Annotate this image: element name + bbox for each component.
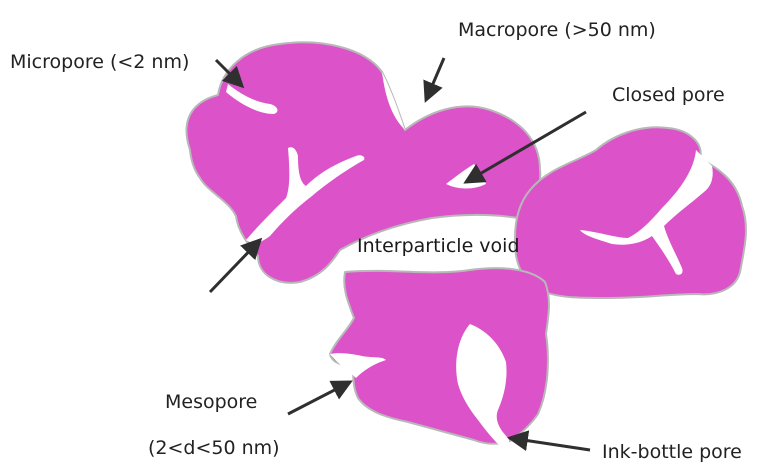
arrow-ink-bottle-pore — [510, 438, 590, 450]
label-closed-pore: Closed pore — [612, 84, 725, 106]
label-interparticle-void: Interparticle void — [357, 235, 520, 257]
label-mesopore-range: (2<d<50 nm) — [148, 437, 280, 459]
label-macropore: Macropore (>50 nm) — [458, 19, 656, 41]
label-micropore: Micropore (<2 nm) — [10, 51, 189, 73]
arrow-interparticle-void — [210, 240, 260, 292]
arrow-macropore — [426, 58, 444, 100]
particle-right — [515, 127, 746, 298]
arrow-mesopore — [288, 382, 350, 414]
particle-lower — [330, 268, 549, 444]
label-ink-bottle-pore: Ink-bottle pore — [602, 441, 742, 463]
label-mesopore: Mesopore — [165, 391, 257, 413]
